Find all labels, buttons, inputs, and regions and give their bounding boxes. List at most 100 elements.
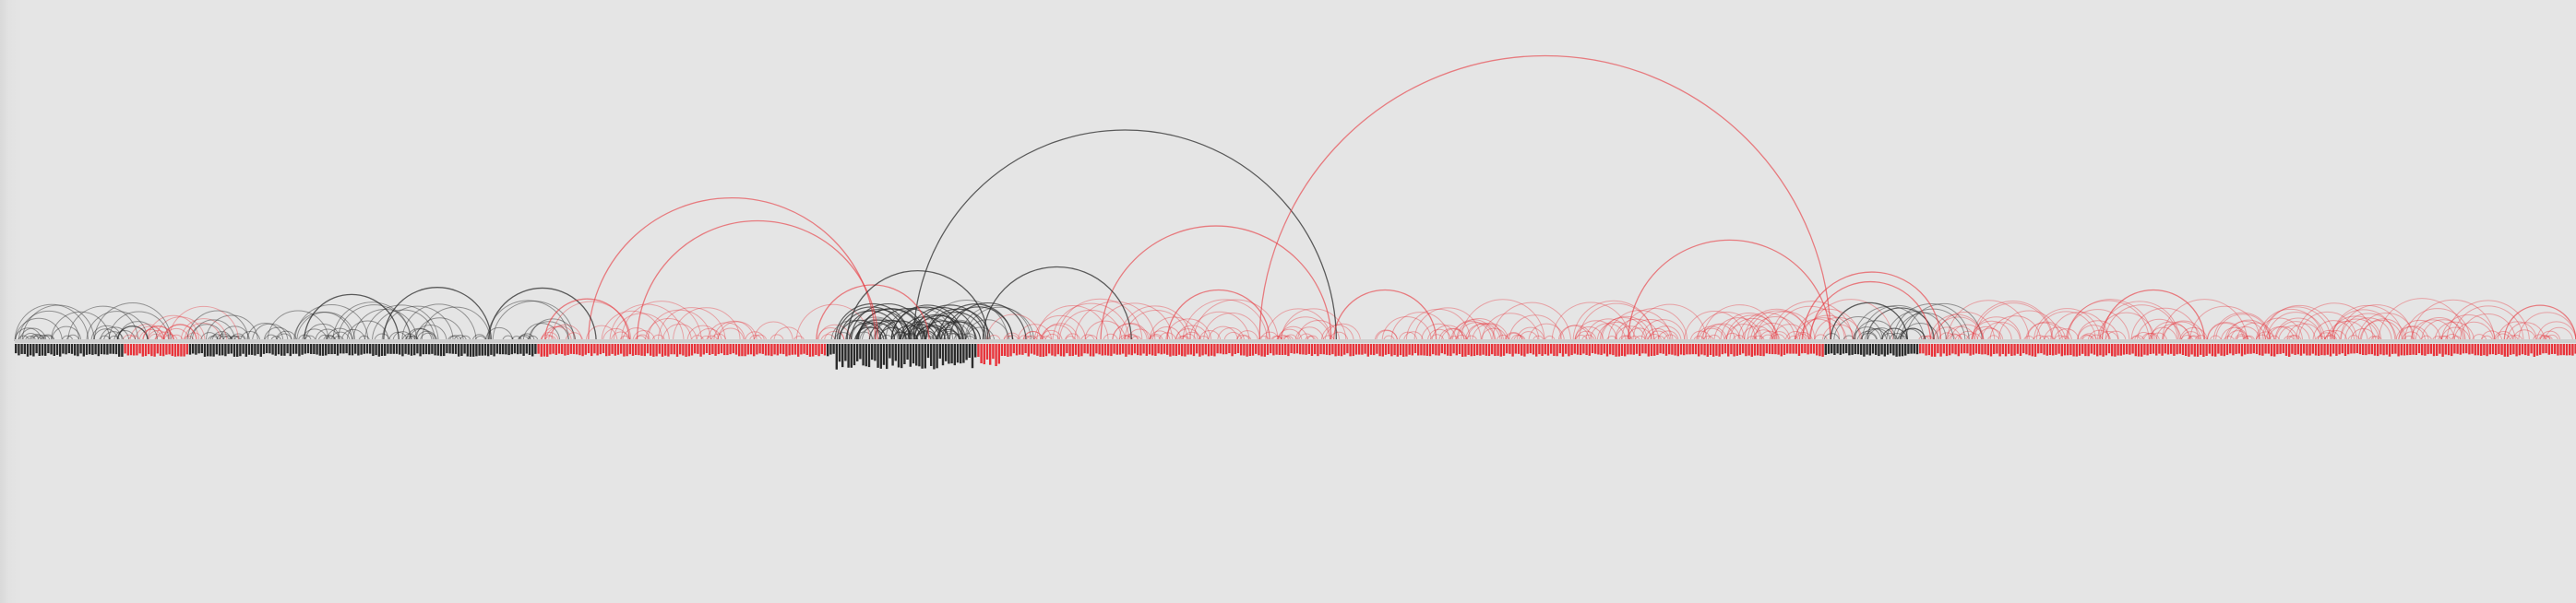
node-bar	[1786, 344, 1789, 354]
node-bar	[126, 344, 129, 356]
small-arc	[2326, 320, 2368, 342]
small-arc	[180, 318, 228, 342]
node-bar	[1287, 344, 1290, 357]
node-bar	[1919, 344, 1922, 354]
small-arc	[1769, 331, 1790, 342]
node-bar	[2259, 344, 2261, 356]
node-bar	[1984, 344, 1986, 355]
small-arc	[1103, 333, 1118, 342]
node-bar	[2220, 344, 2223, 356]
node-bar	[2311, 344, 2314, 354]
small-arc	[2493, 331, 2514, 342]
small-arc	[1936, 311, 1996, 342]
node-bar	[1511, 344, 1514, 357]
node-bar	[2249, 344, 2252, 354]
small-arc	[2255, 334, 2270, 342]
small-arc	[1998, 310, 2060, 342]
node-bar	[664, 344, 667, 356]
node-bar	[1723, 344, 1727, 354]
small-arc	[1040, 324, 1074, 342]
small-arc	[1398, 331, 1418, 342]
node-bar	[1570, 344, 1573, 356]
node-bar	[2397, 344, 2400, 357]
node-bar	[372, 344, 375, 357]
small-arc	[2207, 323, 2245, 342]
node-bar	[2451, 344, 2453, 357]
node-bar	[1703, 344, 1706, 356]
node-bar	[886, 344, 888, 370]
node-bar	[233, 344, 236, 357]
small-arc	[2539, 330, 2561, 342]
node-bar	[1172, 344, 1175, 356]
small-arc	[1581, 334, 1595, 342]
small-arc	[421, 306, 491, 342]
node-bar	[165, 344, 168, 355]
small-arc	[1741, 325, 1773, 342]
small-arc	[2344, 317, 2392, 342]
small-arc	[29, 334, 45, 342]
node-bar	[2341, 344, 2343, 354]
bar-layer	[15, 344, 2576, 370]
node-bar	[1605, 344, 1609, 357]
node-bar	[1565, 344, 1568, 354]
node-bar	[136, 344, 138, 356]
node-bar	[764, 344, 768, 356]
small-arc	[635, 334, 650, 342]
node-bar	[2347, 344, 2350, 355]
small-arc	[264, 334, 279, 342]
small-arc	[2295, 302, 2374, 342]
small-arc	[1297, 319, 1341, 342]
node-bar	[2320, 344, 2323, 356]
node-bar	[1066, 344, 1068, 354]
node-bar	[1585, 344, 1588, 355]
node-bar	[738, 344, 741, 357]
node-bar	[1290, 344, 1293, 354]
small-arc	[1700, 324, 1736, 342]
major-arc	[1628, 239, 1831, 342]
small-arc	[90, 325, 123, 342]
small-arc	[1954, 333, 1970, 342]
small-arc	[964, 306, 1035, 342]
node-bar	[2471, 344, 2474, 354]
small-arc	[100, 326, 130, 342]
node-bar	[2524, 344, 2527, 356]
node-bar	[941, 344, 945, 366]
node-bar	[150, 344, 153, 357]
node-bar	[1942, 344, 1945, 354]
small-arc	[2459, 313, 2516, 342]
small-arc	[1696, 325, 1727, 342]
small-arc	[1892, 303, 1970, 342]
node-bar	[2314, 344, 2318, 356]
node-bar	[2355, 344, 2358, 354]
node-bar	[1494, 344, 1497, 357]
node-bar	[1222, 344, 1225, 355]
node-bar	[2072, 344, 2075, 357]
node-bar	[2444, 344, 2447, 355]
node-bar	[1624, 344, 1627, 357]
node-bar	[850, 344, 853, 368]
small-arc	[1621, 308, 1688, 342]
small-arc	[189, 324, 225, 342]
small-arc	[1689, 330, 1711, 342]
small-arc	[2359, 319, 2403, 342]
node-bar	[1405, 344, 1408, 357]
node-bar	[1627, 344, 1629, 355]
node-bar	[1231, 344, 1234, 357]
small-arc	[1880, 327, 1908, 342]
node-bar	[38, 344, 41, 356]
node-bar	[768, 344, 770, 356]
node-bar	[1343, 344, 1346, 355]
node-bar	[1334, 344, 1337, 357]
node-bar	[2318, 344, 2320, 356]
node-bar	[274, 344, 277, 356]
node-bar	[242, 344, 244, 354]
node-bar	[2273, 344, 2276, 357]
small-arc	[1821, 324, 1856, 342]
node-bar	[369, 344, 372, 354]
node-bar	[1937, 344, 1939, 354]
small-arc	[408, 328, 435, 342]
small-arc	[2434, 321, 2475, 342]
node-bar	[153, 344, 156, 357]
node-bar	[1576, 344, 1580, 355]
small-arc	[2255, 317, 2304, 342]
